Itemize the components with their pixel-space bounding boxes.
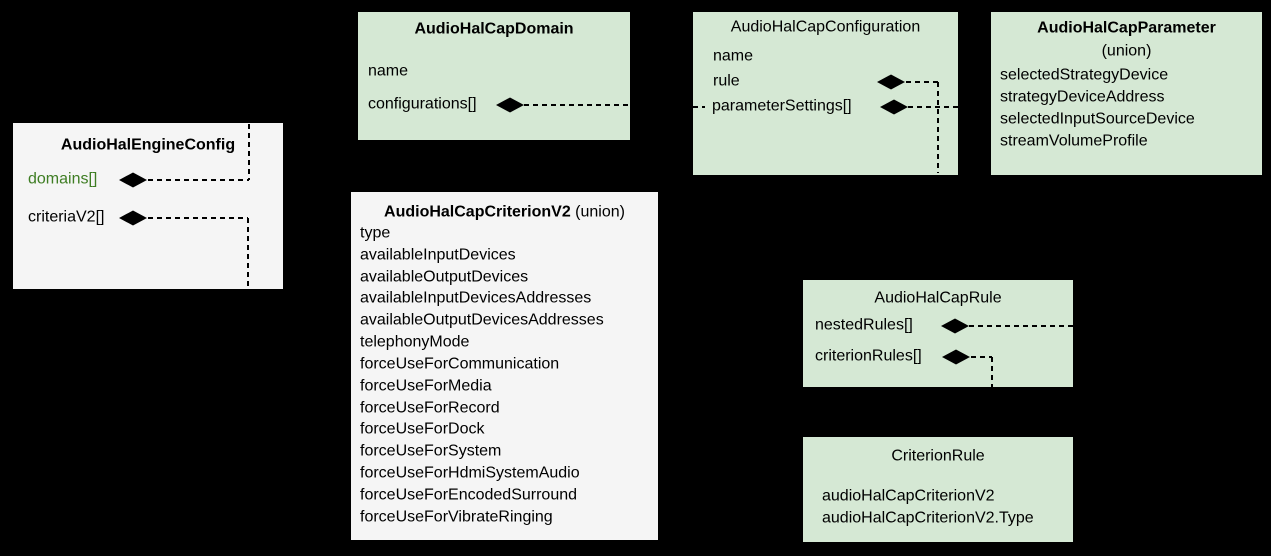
class-box-audio-hal-cap-criterion-v2 (351, 192, 658, 540)
class-box-audio-hal-engine-config (13, 123, 283, 289)
composition-diamond-icon (119, 172, 147, 188)
field-parametersettings: parameterSettings[] (712, 97, 852, 115)
connector-configuration-incoming-tail (693, 106, 705, 108)
field-availableoutputdevices: availableOutputDevices (360, 268, 529, 286)
composition-diamond-icon (119, 210, 147, 226)
field-configurations: configurations[] (368, 95, 477, 113)
field-audiohalcapcriterionv2: audioHalCapCriterionV2 (822, 487, 995, 505)
connector-rule-nestedrules-recursive (969, 325, 1073, 327)
field-forceuseforvibrateringing: forceUseForVibrateRinging (360, 508, 553, 526)
criterion-rule-title: CriterionRule (803, 448, 1073, 466)
composition-diamond-icon (941, 318, 969, 334)
field-rule: rule (713, 72, 740, 90)
field-forceusefordock: forceUseForDock (360, 420, 485, 438)
connector-engine-domains-to-domain (248, 124, 250, 180)
criterion-rule-title-text: CriterionRule (891, 447, 985, 465)
connector-engine-criteriav2-to-criterionv2 (148, 217, 248, 219)
audio-hal-cap-domain-title-text: AudioHalCapDomain (414, 20, 574, 38)
audio-hal-cap-rule-title-text: AudioHalCapRule (874, 289, 1002, 307)
audio-hal-engine-config-title: AudioHalEngineConfig (13, 137, 283, 155)
class-box-audio-hal-cap-configuration (693, 12, 958, 175)
class-box-audio-hal-cap-domain (358, 12, 630, 140)
field-nestedrules: nestedRules[] (815, 316, 913, 334)
connector-rule-criterionrules-to-criterionrule (971, 356, 992, 358)
field-selectedinputsourcedevice: selectedInputSourceDevice (1000, 110, 1195, 128)
connector-engine-criteriav2-to-criterionv2 (247, 218, 249, 289)
field-streamvolumeprofile: streamVolumeProfile (1000, 132, 1148, 150)
field-availableinputdevicesaddresses: availableInputDevicesAddresses (360, 289, 592, 307)
composition-diamond-icon (880, 99, 908, 115)
composition-diamond-icon (942, 349, 970, 365)
field-name: name (713, 47, 754, 65)
field-strategydeviceaddress: strategyDeviceAddress (1000, 88, 1165, 106)
field-name: name (368, 62, 409, 80)
audio-hal-cap-criterion-v2-title-suffix: (union) (570, 203, 625, 221)
composition-diamond-icon (877, 74, 905, 90)
connector-configuration-rule-to-rule (906, 81, 938, 83)
field-availableinputdevices: availableInputDevices (360, 246, 516, 264)
audio-hal-cap-parameter-title-text: AudioHalCapParameter (1037, 19, 1216, 37)
connector-configuration-parametersettings-to-parameter (908, 106, 958, 108)
field-criteriav2: criteriaV2[] (28, 208, 105, 226)
field-domains: domains[] (28, 170, 98, 188)
field-forceuseforrecord: forceUseForRecord (360, 399, 500, 417)
audio-hal-cap-parameter-title: AudioHalCapParameter (991, 20, 1262, 38)
audio-hal-cap-configuration-title: AudioHalCapConfiguration (693, 19, 958, 37)
field-availableoutputdevicesaddresses: availableOutputDevicesAddresses (360, 311, 604, 329)
field-forceuseforsystem: forceUseForSystem (360, 442, 502, 460)
class-box-criterion-rule (803, 437, 1073, 542)
composition-diamond-icon (496, 97, 524, 113)
audio-hal-cap-configuration-title-text: AudioHalCapConfiguration (730, 18, 921, 36)
connector-rule-criterionrules-to-criterionrule (991, 357, 993, 387)
audio-hal-cap-criterion-v2-title: AudioHalCapCriterionV2 (union) (351, 204, 658, 222)
field-forceuseforcommunication: forceUseForCommunication (360, 355, 560, 373)
audio-hal-cap-parameter-subtitle: (union) (1101, 42, 1152, 60)
field-telephonymode: telephonyMode (360, 333, 470, 351)
connector-domain-configurations-to-configuration (524, 104, 630, 106)
field-selectedstrategydevice: selectedStrategyDevice (1000, 66, 1169, 84)
class-box-audio-hal-cap-parameter (991, 12, 1262, 175)
field-forceuseforencodedsurround: forceUseForEncodedSurround (360, 486, 578, 504)
field-type: type (360, 224, 391, 242)
connector-configuration-rule-to-rule (937, 82, 939, 173)
audio-hal-engine-config-title-text: AudioHalEngineConfig (60, 136, 236, 154)
connector-engine-domains-to-domain (148, 179, 249, 181)
audio-hal-cap-domain-title: AudioHalCapDomain (358, 21, 630, 39)
field-audiohalcapcriterionv2type: audioHalCapCriterionV2.Type (822, 509, 1034, 527)
field-forceuseformedia: forceUseForMedia (360, 377, 492, 395)
field-criterionrules: criterionRules[] (815, 347, 922, 365)
audio-hal-cap-rule-title: AudioHalCapRule (803, 290, 1073, 308)
audio-hal-cap-criterion-v2-title-text: AudioHalCapCriterionV2 (384, 203, 571, 221)
class-box-audio-hal-cap-rule (803, 280, 1073, 387)
field-forceuseforhdmisystemaudio: forceUseForHdmiSystemAudio (360, 464, 580, 482)
